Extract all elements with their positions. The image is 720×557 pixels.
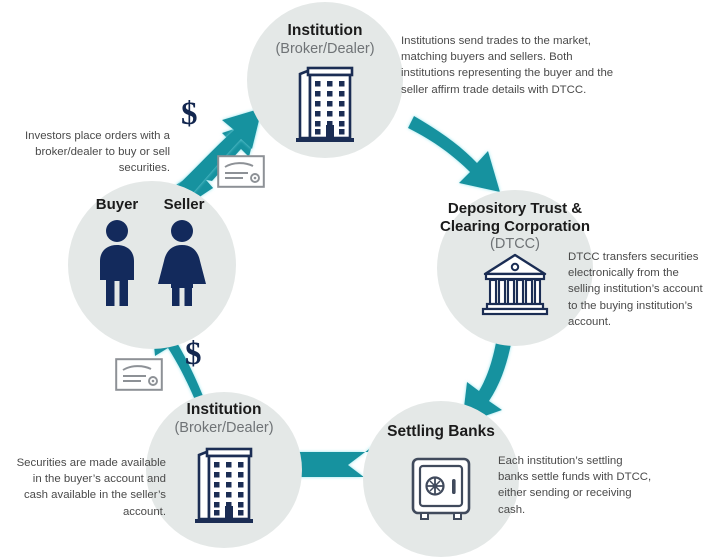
arrow-dtcc-to-settling-banks [462,331,513,424]
arrow-1-body [173,108,262,201]
office-building-icon [291,62,359,146]
seller-label-text: Seller [163,196,205,213]
check-document-icon [217,155,265,188]
caption-investors: Investors place orders with a broker/dea… [6,128,170,177]
female-person-icon [152,218,212,308]
arrow-settling-banks-to-institution-bottom [286,440,381,490]
node-dtcc-title: Depository Trust & Clearing Corporation … [425,200,605,253]
male-person-icon [88,218,146,308]
buyer-label: Buyer [82,196,152,213]
arrow-institution-top-to-dtcc [408,116,500,192]
safe-vault-icon [407,455,475,525]
dtcc-title-line2: Clearing Corporation [439,217,590,235]
institution-top-title-text: Institution [287,22,363,39]
dollar-symbol-top-text: $ [181,96,198,132]
caption-institution-top: Institutions send trades to the market, … [401,33,629,98]
bank-columns-icon [481,252,549,318]
dtcc-subtitle-text: (DTCC) [490,236,540,253]
caption-institution-top-text: Institutions send trades to the market, … [401,35,614,96]
check-document-icon [115,358,163,391]
dollar-symbol-top: $ [181,96,198,133]
institution-bottom-title-text: Institution [186,401,262,418]
caption-institution-bottom: Securities are made available in the buy… [14,455,166,520]
caption-settling-banks-text: Each institution’s settling banks settle… [498,455,652,516]
settling-banks-title-text: Settling Banks [387,423,495,440]
institution-top-subtitle-text: (Broker/Dealer) [275,41,375,58]
caption-dtcc-text: DTCC transfers securities electronically… [568,251,703,328]
office-building-icon [190,443,258,527]
dollar-symbol-bottom: $ [185,336,202,373]
seller-label: Seller [146,196,222,213]
caption-dtcc: DTCC transfers securities electronically… [568,249,714,330]
node-settling-banks-title: Settling Banks [363,423,519,441]
caption-institution-bottom-text: Securities are made available in the buy… [16,457,166,518]
dollar-symbol-bottom-text: $ [185,336,202,372]
node-institution-top-title: Institution (Broker/Dealer) [247,22,403,58]
institution-bottom-subtitle-text: (Broker/Dealer) [174,420,274,437]
node-institution-bottom-title: Institution (Broker/Dealer) [146,401,302,437]
node-investors[interactable] [68,181,236,349]
caption-investors-text: Investors place orders with a broker/dea… [25,130,170,175]
buyer-label-text: Buyer [95,196,139,213]
dtcc-title-line1: Depository Trust & [447,200,583,217]
caption-settling-banks: Each institution’s settling banks settle… [498,453,656,518]
